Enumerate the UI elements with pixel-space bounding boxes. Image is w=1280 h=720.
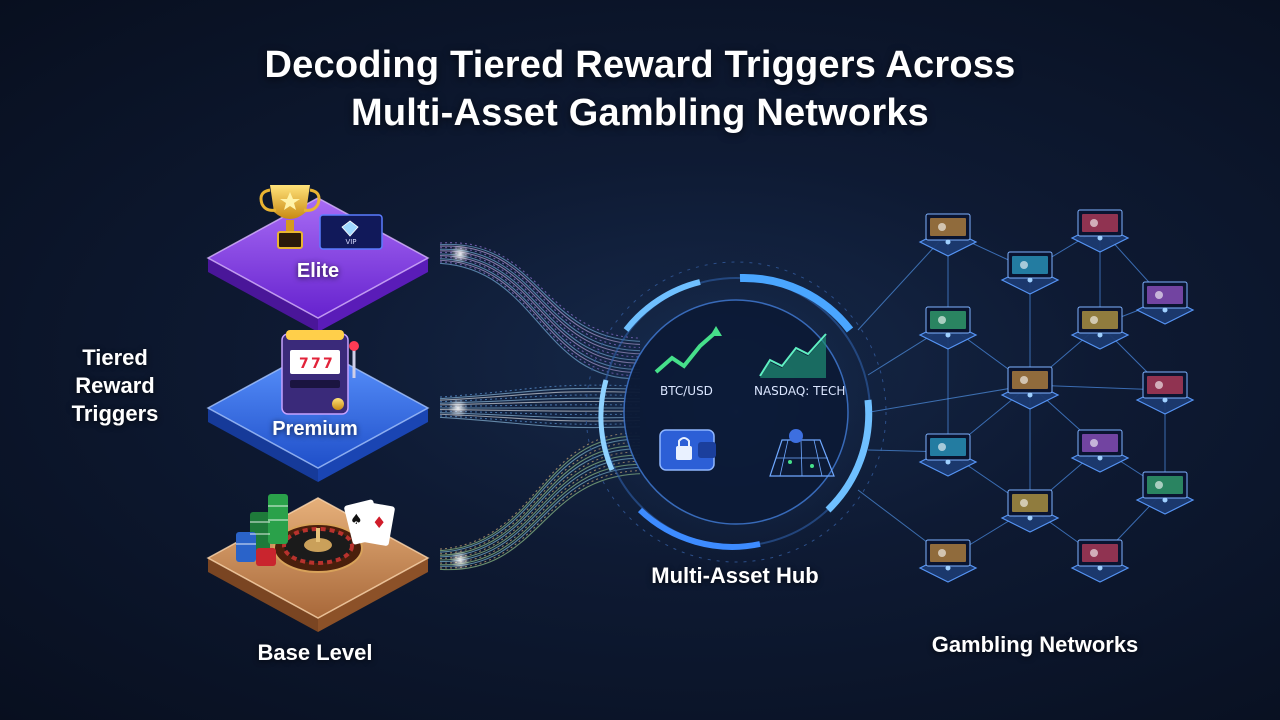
network-node [1070, 539, 1130, 583]
tiered-reward-triggers-label: Tiered Reward Triggers [71, 345, 159, 426]
tier-premium-label: Premium [272, 418, 358, 440]
flow-stream-line [439, 394, 641, 403]
tier-base-label: Base Level [257, 640, 373, 665]
svg-text:♦: ♦ [372, 513, 386, 532]
network-node [1000, 366, 1060, 410]
crypto-chart-icon [654, 326, 722, 374]
tier-elite-label: Elite [296, 260, 340, 282]
network-node [1000, 251, 1060, 295]
network-node [1070, 306, 1130, 350]
flow-stream-line [439, 404, 641, 407]
tier-premium-platform: 7 7 7 [206, 330, 430, 482]
network-node [1135, 281, 1195, 325]
svg-text:♠: ♠ [350, 512, 363, 528]
trading-grid-icon [769, 429, 835, 477]
stock-chart-icon [759, 333, 827, 378]
wallet-lock-icon [659, 429, 716, 471]
network-node [918, 306, 978, 350]
flow-stream-line [439, 460, 641, 564]
svg-text:VIP: VIP [345, 238, 356, 246]
network-node [918, 433, 978, 477]
playing-cards-icon: ♦ ♠ [344, 499, 395, 546]
svg-text:7: 7 [299, 356, 309, 372]
roulette-wheel-icon [273, 523, 363, 573]
multi-asset-hub-label: Multi-Asset Hub [651, 563, 819, 588]
flow-stream-line [439, 261, 641, 377]
network-node [1070, 429, 1130, 473]
vip-card-icon: VIP [319, 214, 383, 250]
network-node [1070, 209, 1130, 253]
gambling-network-nodes [918, 209, 1195, 583]
title-line-2: Multi-Asset Gambling Networks [351, 92, 929, 134]
trophy-icon [259, 185, 321, 249]
flow-stream-line [439, 415, 641, 425]
network-node [1135, 371, 1195, 415]
flow-stream-line [439, 410, 641, 416]
slot-machine-icon: 7 7 7 [281, 330, 359, 415]
stream-glow-points [448, 244, 470, 570]
network-node [918, 539, 978, 583]
network-node [1135, 471, 1195, 515]
nasdaq-tech-label: NASDAQ: TECH [754, 384, 846, 398]
network-node [918, 213, 978, 257]
multi-asset-hub [566, 242, 906, 582]
svg-text:7: 7 [311, 356, 321, 372]
poker-chips-icon [236, 494, 288, 566]
svg-text:7: 7 [323, 356, 333, 372]
hub-link [869, 384, 1031, 413]
network-node [1000, 489, 1060, 533]
flow-stream-line [439, 251, 641, 358]
flow-stream-line [439, 384, 641, 398]
tier-base-platform: ♦ ♠ [206, 494, 430, 632]
gambling-networks-label: Gambling Networks [931, 632, 1139, 657]
btc-usd-label: BTC/USD [660, 384, 713, 398]
tier-elite-platform: VIP [206, 185, 430, 332]
title-line-1: Decoding Tiered Reward Triggers Across [264, 44, 1016, 86]
